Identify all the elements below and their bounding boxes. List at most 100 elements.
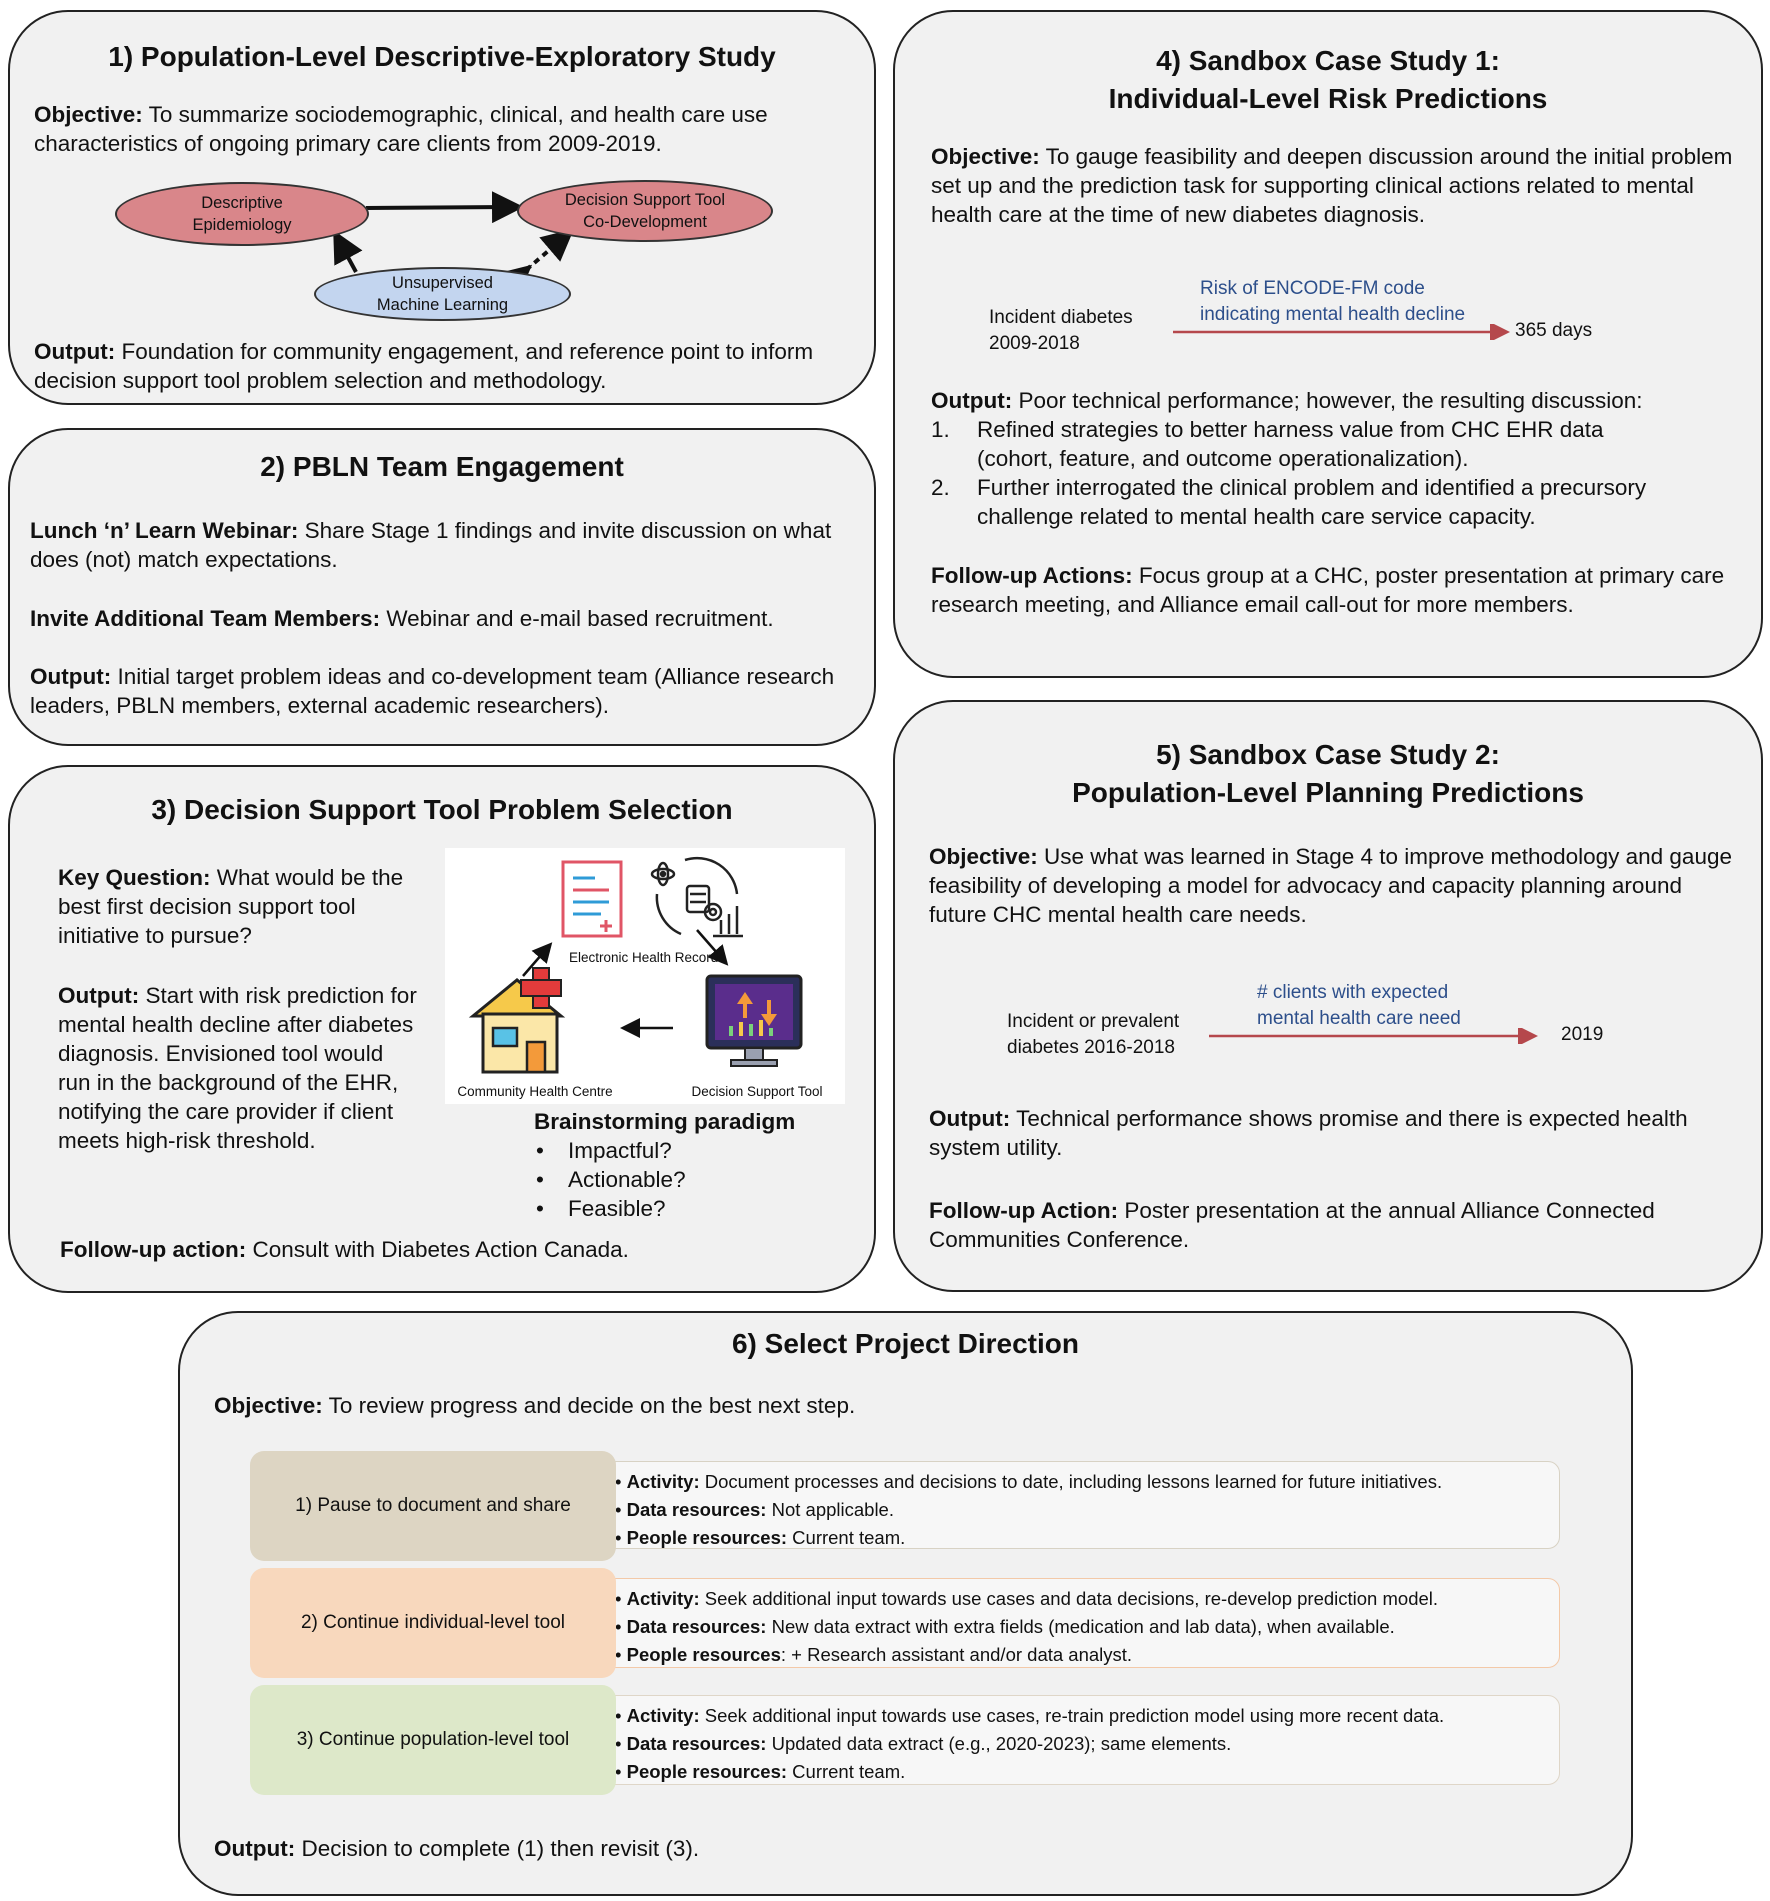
invite-label: Invite Additional Team Members:	[30, 606, 381, 631]
panel-4-title-line-2: Individual-Level Risk Predictions	[1108, 83, 1548, 114]
panel-1-flow-arrows	[333, 191, 575, 298]
arrow-chc-to-ehr	[522, 942, 553, 977]
brainstorm-item: Actionable?	[534, 1165, 686, 1194]
output-item: Further interrogated the clinical proble…	[977, 475, 1647, 529]
brainstorm-item: Impactful?	[534, 1136, 686, 1165]
panel-2-output: Output: Initial target problem ideas and…	[30, 662, 860, 720]
arrow-ehr-to-dst	[696, 929, 729, 966]
followup-label: Follow-up Action:	[929, 1198, 1119, 1223]
output-text: Poor technical performance; however, the…	[1012, 388, 1643, 413]
timeline-arrow	[1209, 1028, 1538, 1044]
followup-label: Follow-up action:	[60, 1237, 247, 1262]
output-label: Output:	[214, 1836, 296, 1861]
key-question-text: What would be the best first decision su…	[58, 865, 404, 948]
panel-6-objective: Objective: To review progress and decide…	[214, 1391, 1514, 1420]
panel-2-team-engagement: 2) PBLN Team Engagement Lunch ‘n’ Learn …	[8, 428, 876, 746]
arrow-unsupervised-decision-dashed	[497, 228, 575, 298]
output-text: Decision to complete (1) then revisit (3…	[295, 1836, 700, 1861]
objective-text: To review progress and decide on the bes…	[322, 1393, 856, 1418]
panel-6-project-direction: 6) Select Project Direction Objective: T…	[178, 1311, 1633, 1896]
output-label: Output:	[34, 339, 116, 364]
output-text: Foundation for community engagement, and…	[34, 339, 814, 393]
panel-5-followup: Follow-up Action: Poster presentation at…	[929, 1196, 1739, 1254]
brainstorm-item: Feasible?	[534, 1194, 686, 1223]
followup-text: Focus group at a CHC, poster presentatio…	[931, 563, 1725, 617]
brainstorm-list: Impactful? Actionable? Feasible?	[534, 1136, 686, 1223]
option-people-resources: • People resources: Current team.	[615, 1527, 906, 1548]
option-2-label: 2) Continue individual-level tool	[250, 1568, 616, 1678]
panel-4-case-study-1: 4) Sandbox Case Study 1: Individual-Leve…	[893, 10, 1763, 678]
option-data-resources: • Data resources: Not applicable.	[615, 1499, 894, 1520]
objective-text: Use what was learned in Stage 4 to impro…	[929, 844, 1732, 927]
lunch-learn-webinar: Lunch ‘n’ Learn Webinar: Share Stage 1 f…	[30, 516, 860, 574]
panel-1-output: Output: Foundation for community engagem…	[34, 337, 864, 395]
panel-4-output: Output: Poor technical performance; howe…	[931, 386, 1741, 415]
output-text: Start with risk prediction for mental he…	[58, 983, 417, 1153]
option-data-resources: • Data resources: New data extract with …	[615, 1616, 1395, 1637]
output-text: Initial target problem ideas and co-deve…	[30, 664, 835, 718]
followup-label: Follow-up Actions:	[931, 563, 1133, 588]
option-1-details: • Activity: Document processes and decis…	[600, 1461, 1560, 1549]
output-label: Output:	[929, 1106, 1011, 1131]
output-item-number: 1.	[931, 417, 950, 442]
timeline-end: 365 days	[1515, 320, 1593, 341]
output-label: Output:	[58, 983, 140, 1008]
panel-5-title-line-1: 5) Sandbox Case Study 2:	[1156, 739, 1500, 770]
community-health-centre-icon	[468, 967, 566, 1074]
objective-label: Objective:	[931, 144, 1040, 169]
timeline-arrow	[1173, 324, 1510, 340]
cycle-drawing	[468, 856, 803, 1074]
option-people-resources: • People resources: Current team.	[615, 1761, 906, 1782]
panel-2-title: 2) PBLN Team Engagement	[260, 451, 624, 482]
panel-3-title: 3) Decision Support Tool Problem Selecti…	[151, 794, 733, 825]
brainstorm-title: Brainstorming paradigm	[534, 1109, 796, 1134]
panel-1-descriptive-study: 1) Population-Level Descriptive-Explorat…	[8, 10, 876, 405]
timeline-end: 2019	[1561, 1024, 1604, 1045]
decision-cycle-illustration: Electronic Health Records Community Heal…	[445, 848, 845, 1104]
panel-5-output: Output: Technical performance shows prom…	[929, 1104, 1739, 1162]
panel-4-objective: Objective: To gauge feasibility and deep…	[931, 142, 1741, 229]
panel-1-objective: Objective: To summarize sociodemographic…	[34, 100, 834, 158]
arrow-descriptive-to-decision	[365, 191, 524, 224]
panel-3-problem-selection: 3) Decision Support Tool Problem Selecti…	[8, 765, 876, 1293]
option-people-resources: • People resources: + Research assistant…	[615, 1644, 1133, 1665]
panel-3-output: Output: Start with risk prediction for m…	[58, 981, 418, 1155]
key-question-label: Key Question:	[58, 865, 211, 890]
lunch-label: Lunch ‘n’ Learn Webinar:	[30, 518, 299, 543]
panel-3-followup: Follow-up action: Consult with Diabetes …	[60, 1235, 840, 1264]
objective-label: Objective:	[929, 844, 1038, 869]
objective-text: To summarize sociodemographic, clinical,…	[34, 102, 768, 156]
panel-5-title-line-2: Population-Level Planning Predictions	[1072, 777, 1584, 808]
invite-team-members: Invite Additional Team Members: Webinar …	[30, 604, 860, 633]
panel-5-case-study-2: 5) Sandbox Case Study 2: Population-Leve…	[893, 700, 1763, 1292]
output-item: Refined strategies to better harness val…	[977, 417, 1604, 471]
arrow-unsupervised-to-descriptive	[333, 229, 363, 273]
lunch-text: Share Stage 1 findings and invite discus…	[30, 518, 832, 572]
option-3-label: 3) Continue population-level tool	[250, 1685, 616, 1795]
panel-5-objective: Objective: Use what was learned in Stage…	[929, 842, 1739, 929]
objective-label: Objective:	[214, 1393, 323, 1418]
ehr-label: Electronic Health Records	[568, 950, 726, 965]
dst-label: Decision Support Tool	[691, 1084, 823, 1099]
output-item-number: 2.	[931, 475, 950, 500]
option-1-label: 1) Pause to document and share	[250, 1451, 616, 1561]
option-activity: • Activity: Seek additional input toward…	[615, 1588, 1439, 1609]
key-question: Key Question: What would be the best fir…	[58, 863, 418, 950]
output-label: Output:	[30, 664, 112, 689]
panel-4-followup: Follow-up Actions: Focus group at a CHC,…	[931, 561, 1741, 619]
ehr-document-icon	[561, 860, 623, 938]
panel-4-title-line-1: 4) Sandbox Case Study 1:	[1156, 45, 1500, 76]
panel-6-title: 6) Select Project Direction	[731, 1328, 1079, 1359]
followup-text: Consult with Diabetes Action Canada.	[246, 1237, 629, 1262]
output-label: Output:	[931, 388, 1013, 413]
panel-1-title: 1) Population-Level Descriptive-Explorat…	[108, 41, 776, 72]
objective-label: Objective:	[34, 102, 143, 127]
output-text: Technical performance shows promise and …	[929, 1106, 1688, 1160]
